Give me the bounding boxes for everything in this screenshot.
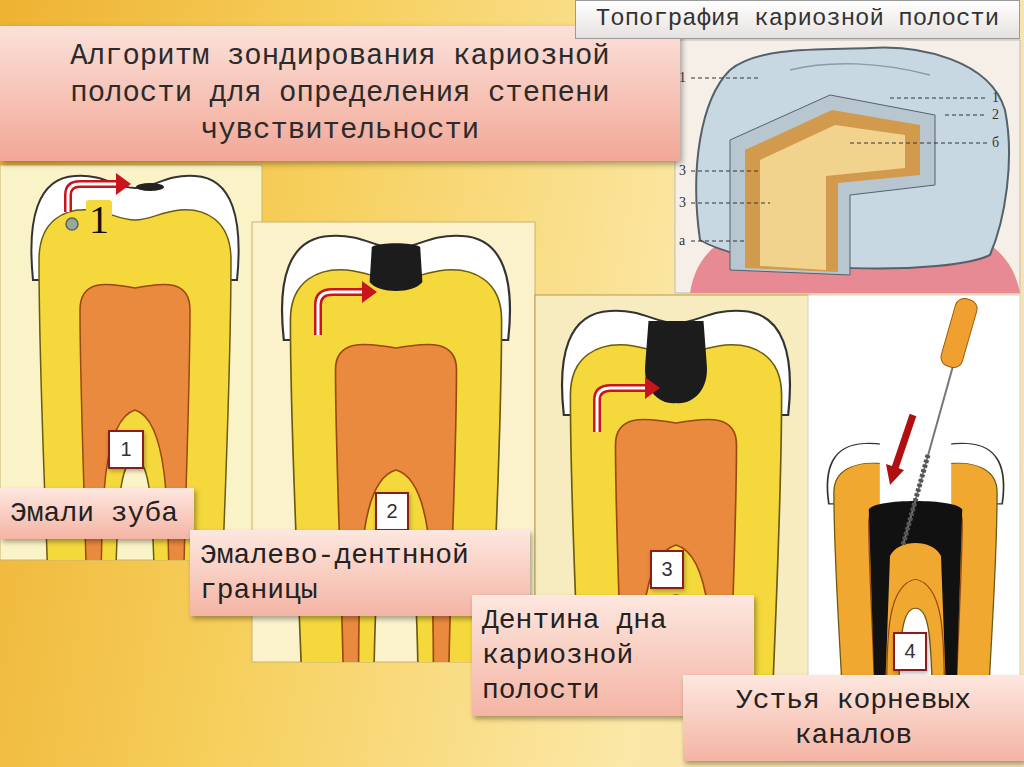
part-label: а	[679, 234, 685, 248]
illustration-part	[691, 171, 760, 172]
illustration-part	[903, 455, 928, 545]
slide-title: Алгоритм зондирования кариозной полости …	[0, 26, 680, 161]
illustration-part	[760, 125, 905, 270]
illustration-part	[745, 110, 920, 272]
probe-arrow	[318, 281, 377, 335]
callout-number: 2	[375, 492, 409, 531]
caption-box: Устья корневых каналов	[683, 675, 1024, 761]
part-label: 1	[992, 91, 999, 105]
box-text: Топография кариозной полости	[584, 5, 1011, 34]
topography-figure	[675, 40, 1020, 293]
illustration-part	[318, 292, 362, 335]
part-label: 1	[679, 71, 686, 85]
root-canals	[869, 501, 963, 680]
caries-spot	[136, 183, 164, 191]
callout-number: 3	[650, 550, 684, 589]
illustration-part	[645, 377, 660, 399]
box-text: 1	[114, 438, 138, 461]
illustration-part	[318, 292, 362, 335]
header-box: Топография кариозной полости	[575, 0, 1020, 39]
illustration-part	[827, 440, 1003, 680]
leader-line	[691, 78, 987, 241]
illustration-part	[890, 98, 987, 99]
box-text: Эмали зуба	[10, 496, 184, 531]
illustration-part	[939, 296, 979, 369]
illustration-part	[945, 115, 987, 116]
illustration-part	[886, 464, 904, 485]
part-label: б	[992, 136, 999, 150]
caption-box: Эмали зуба	[0, 488, 194, 539]
illustration-part	[691, 241, 745, 242]
caries-cavity	[645, 321, 707, 403]
illustration-part	[850, 143, 987, 144]
illustration-part	[730, 95, 935, 275]
illustration-part	[790, 64, 930, 75]
illustration-part	[597, 388, 645, 432]
probe-arrow	[597, 377, 660, 432]
illustration-part	[675, 40, 1020, 293]
bullet-symbol	[66, 218, 78, 230]
illustration-part	[903, 366, 953, 545]
callout-number: 1	[108, 430, 144, 469]
illustration-part	[895, 415, 913, 468]
box-text: Устья корневых каналов	[693, 683, 1014, 753]
probe-arrow	[886, 415, 913, 485]
caries-cavity	[370, 243, 423, 291]
box-text: 3	[656, 558, 678, 581]
part-label: 3	[679, 196, 686, 210]
illustration-part	[691, 203, 770, 204]
illustration-part	[116, 173, 131, 195]
illustration-part	[691, 78, 760, 79]
illustration-part	[597, 388, 645, 432]
box-text: 2	[381, 500, 403, 523]
callout-number: 4	[893, 632, 927, 671]
tooth-figure	[827, 296, 1003, 680]
part-label: 3	[679, 164, 686, 178]
part-label: 2	[992, 108, 999, 122]
box-text: 4	[899, 640, 921, 663]
illustration-part	[362, 281, 377, 303]
step-number: 1	[86, 200, 112, 240]
